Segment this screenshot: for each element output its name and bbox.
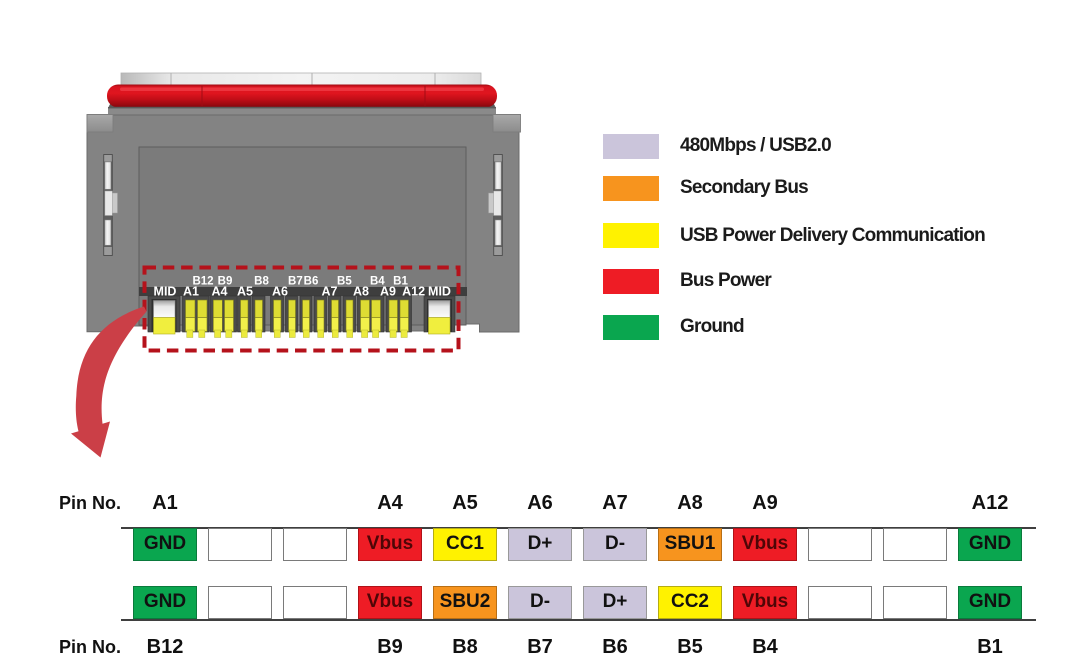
- svg-text:B6: B6: [304, 276, 319, 288]
- svg-text:B5: B5: [337, 276, 352, 288]
- svg-text:B1: B1: [393, 276, 408, 288]
- svg-text:B4: B4: [370, 276, 385, 288]
- svg-text:A7: A7: [322, 285, 338, 299]
- svg-text:A6: A6: [272, 285, 288, 299]
- svg-text:A12: A12: [402, 285, 425, 299]
- svg-text:MID: MID: [154, 285, 177, 299]
- svg-text:A4: A4: [212, 285, 228, 299]
- svg-text:B12: B12: [192, 276, 213, 288]
- svg-text:B7: B7: [288, 276, 303, 288]
- svg-text:A5: A5: [237, 285, 253, 299]
- svg-text:B9: B9: [218, 276, 233, 288]
- svg-text:A8: A8: [353, 285, 369, 299]
- svg-text:B8: B8: [254, 276, 269, 288]
- svg-text:A9: A9: [380, 285, 396, 299]
- svg-text:A1: A1: [183, 285, 199, 299]
- svg-text:MID: MID: [428, 285, 451, 299]
